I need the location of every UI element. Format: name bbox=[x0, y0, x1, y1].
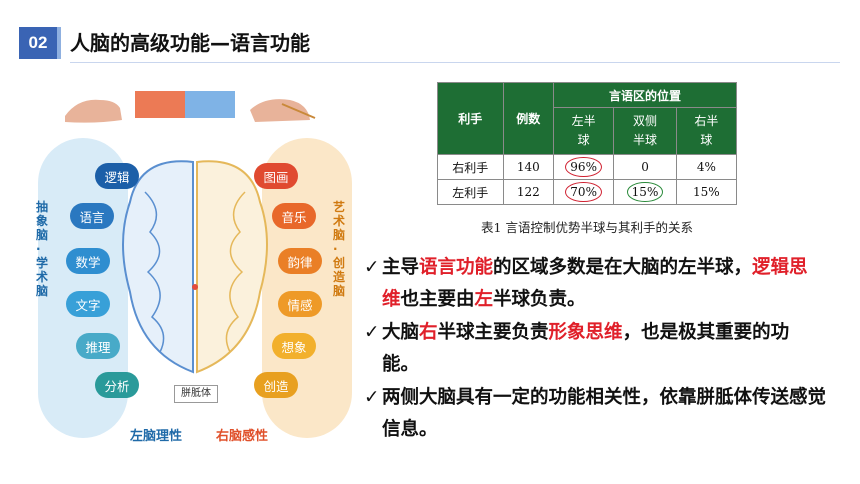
bullet-item: ✓大脑右半球主要负责形象思维，也是极其重要的功能。 bbox=[364, 317, 826, 381]
pill-imagination: 想象 bbox=[272, 333, 316, 359]
cell-left: 96% bbox=[552, 154, 615, 180]
highlight-text: 逻辑思维 bbox=[382, 257, 808, 310]
check-icon: ✓ bbox=[364, 257, 380, 278]
left-hemisphere bbox=[122, 160, 194, 374]
cell-count: 140 bbox=[502, 154, 554, 180]
bullet-text: 半球主要负责 bbox=[437, 322, 549, 343]
center-dot bbox=[192, 284, 198, 290]
th-left: 左半球 bbox=[552, 107, 615, 155]
bullet-list: ✓主导语言功能的区域多数是在大脑的左半球，逻辑思维也主要由左半球负责。✓大脑右半… bbox=[364, 252, 827, 447]
pill-rhythm: 韵律 bbox=[278, 248, 322, 274]
bullet-text: ，也是极其重要的功能。 bbox=[382, 322, 790, 375]
cell-hand: 左利手 bbox=[437, 179, 504, 205]
th-right: 右半球 bbox=[675, 107, 738, 155]
left-side-label: 抽象脑·学术脑 bbox=[36, 200, 49, 298]
highlight-text: 右 bbox=[419, 322, 438, 343]
page-title: 人脑的高级功能—语言功能 bbox=[70, 31, 310, 55]
hands-illustration bbox=[65, 91, 316, 123]
board-right-panel bbox=[185, 91, 235, 118]
cell-left: 70% bbox=[552, 179, 615, 205]
left-hand-shape bbox=[65, 99, 122, 123]
cell-both: 0 bbox=[613, 154, 677, 180]
left-brain-caption: 左脑理性 bbox=[130, 429, 183, 444]
highlight-text: 左 bbox=[474, 289, 494, 310]
bullet-text: 的区域多数是在大脑的左半球， bbox=[493, 257, 753, 278]
cell-right: 15% bbox=[675, 179, 738, 205]
th-count: 例数 bbox=[502, 82, 554, 155]
right-hemisphere bbox=[196, 160, 268, 374]
table-caption: 表1 言语控制优势半球与其利手的关系 bbox=[481, 220, 693, 235]
bullet-text: 也主要由 bbox=[400, 289, 475, 310]
highlight-text: 语言功能 bbox=[419, 257, 494, 278]
th-group: 言语区的位置 bbox=[552, 82, 738, 108]
green-circle-mark: 15% bbox=[626, 182, 664, 202]
left-gyri bbox=[144, 191, 165, 353]
pill-language: 语言 bbox=[70, 203, 114, 229]
cell-both: 15% bbox=[613, 179, 677, 205]
speech-area-table: 利手 例数 言语区的位置 左半球 双侧半球 右半球 右利手 140 96% 0 … bbox=[437, 82, 738, 205]
pill-writing: 文字 bbox=[66, 291, 110, 317]
section-badge: 02 bbox=[19, 27, 57, 59]
right-hand-shape bbox=[250, 99, 310, 122]
bullet-text: 大脑 bbox=[382, 322, 420, 343]
pill-logic: 逻辑 bbox=[95, 163, 139, 189]
pill-math: 数学 bbox=[66, 248, 110, 274]
badge-accent bbox=[57, 27, 61, 59]
right-brain-caption: 右脑感性 bbox=[216, 429, 269, 444]
right-gyri bbox=[225, 191, 246, 353]
pill-emotion: 情感 bbox=[278, 291, 322, 317]
cell-hand: 右利手 bbox=[437, 154, 504, 180]
bullet-text: 半球负责。 bbox=[493, 289, 586, 310]
bullet-text: 两侧大脑具有一定的功能相关性，依靠胼胝体传送感觉信息。 bbox=[382, 387, 827, 440]
th-hand: 利手 bbox=[437, 82, 504, 155]
board-left-panel bbox=[135, 91, 185, 118]
pill-creation: 创造 bbox=[254, 372, 298, 398]
right-side-label: 艺术脑·创造脑 bbox=[333, 200, 346, 298]
red-circle-mark: 96% bbox=[565, 157, 602, 177]
check-icon: ✓ bbox=[364, 387, 380, 408]
table-row: 左利手 122 70% 15% 15% bbox=[437, 179, 738, 205]
cell-right: 4% bbox=[675, 154, 738, 180]
pill-reasoning: 推理 bbox=[76, 333, 120, 359]
check-icon: ✓ bbox=[364, 322, 380, 343]
corpus-callosum-label: 胼胝体 bbox=[174, 385, 218, 403]
bullet-item: ✓主导语言功能的区域多数是在大脑的左半球，逻辑思维也主要由左半球负责。 bbox=[364, 252, 826, 316]
pencil-shape bbox=[281, 103, 316, 119]
pill-music: 音乐 bbox=[272, 203, 316, 229]
pill-drawing: 图画 bbox=[254, 163, 298, 189]
highlight-text: 形象思维 bbox=[548, 322, 623, 343]
title-divider bbox=[70, 62, 840, 63]
pill-analysis: 分析 bbox=[95, 372, 139, 398]
bullet-item: ✓两侧大脑具有一定的功能相关性，依靠胼胝体传送感觉信息。 bbox=[364, 382, 827, 446]
red-circle-mark: 70% bbox=[565, 182, 602, 202]
cell-count: 122 bbox=[502, 179, 554, 205]
bullet-text: 主导 bbox=[382, 257, 420, 278]
table-row: 右利手 140 96% 0 4% bbox=[437, 154, 738, 180]
th-both: 双侧半球 bbox=[613, 107, 677, 155]
